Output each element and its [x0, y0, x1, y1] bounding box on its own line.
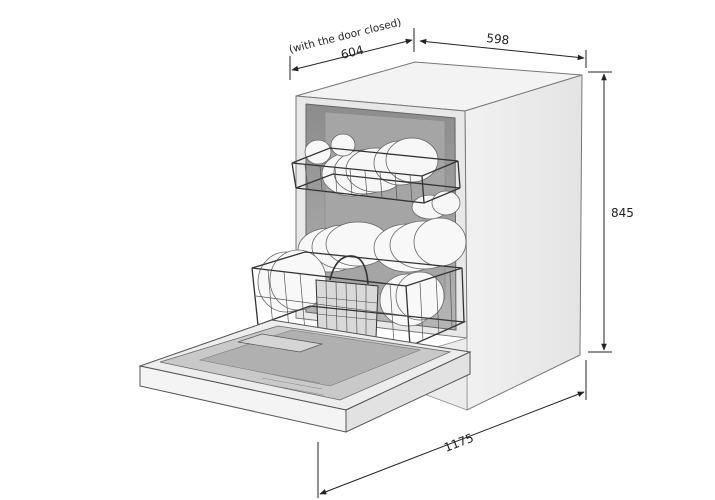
open-door	[138, 319, 472, 433]
depth-closed-dimension-line	[291, 38, 413, 72]
width-dimension-line	[419, 38, 585, 61]
dimension-lines	[289, 28, 612, 498]
depth-open-dimension-line	[319, 391, 585, 495]
depth-closed-label: 604	[339, 43, 365, 62]
upper-rack	[291, 133, 461, 220]
height-label: 845	[611, 206, 634, 220]
width-label: 598	[486, 31, 510, 47]
lower-rack	[251, 217, 467, 347]
depth-open-label: 1175	[442, 431, 476, 455]
